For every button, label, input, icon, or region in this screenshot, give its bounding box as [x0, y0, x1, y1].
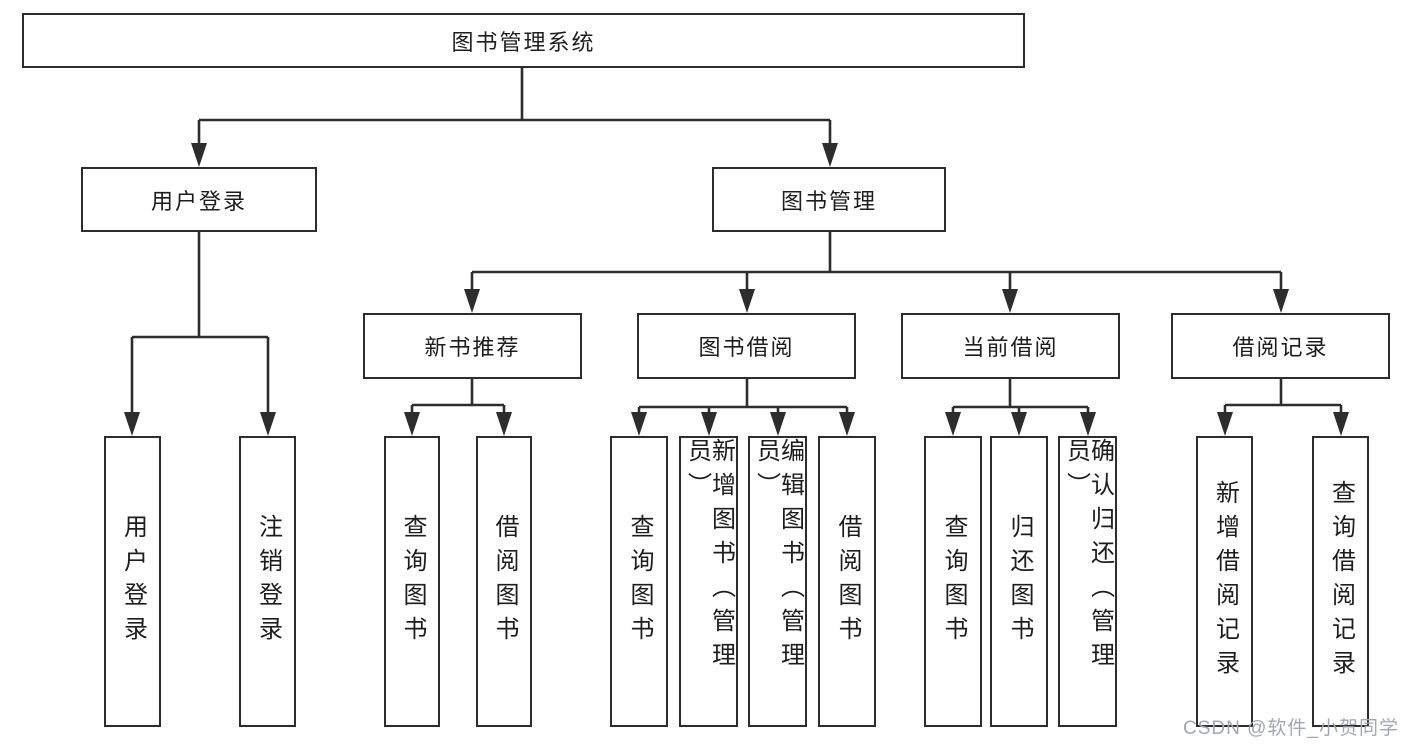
node-label: 确认归还（管理员） [1062, 438, 1114, 676]
leaf-add-books-admin: 新增图书（管理员） [679, 436, 738, 727]
node-label: 借阅记录 [1232, 335, 1329, 360]
node-label: 查询借阅记录 [1327, 479, 1355, 684]
node-user-login: 用户登录 [81, 167, 317, 232]
node-label: 用户登录 [119, 513, 147, 650]
node-book-borrowing: 图书借阅 [637, 313, 856, 379]
leaf-add-borrow-record: 新增借阅记录 [1196, 436, 1253, 727]
node-label: 图书管理系统 [451, 29, 596, 55]
leaf-edit-books-admin: 编辑图书（管理员） [748, 436, 807, 727]
node-label: 注销登录 [254, 513, 282, 650]
node-borrowing-records: 借阅记录 [1171, 313, 1390, 379]
node-label: 图书管理 [780, 188, 877, 214]
node-label: 借阅图书 [491, 513, 518, 650]
leaf-user-login: 用户登录 [104, 436, 161, 727]
node-label: 查询图书 [626, 513, 653, 650]
node-label: 新增借阅记录 [1211, 479, 1239, 684]
node-label: 新书推荐 [424, 335, 521, 360]
leaf-logout: 注销登录 [239, 436, 296, 727]
node-label: 图书借阅 [698, 335, 795, 360]
csdn-watermark: CSDN @软件_小贺同学 [1183, 718, 1399, 739]
node-new-book-recommendation: 新书推荐 [363, 313, 582, 379]
leaf-current-query-books: 查询图书 [924, 436, 982, 727]
leaf-confirm-return-admin: 确认归还（管理员） [1058, 436, 1117, 727]
leaf-query-borrow-record: 查询借阅记录 [1312, 436, 1369, 727]
node-label: 归还图书 [1006, 513, 1033, 650]
leaf-return-books: 归还图书 [990, 436, 1048, 727]
node-library-management-system: 图书管理系统 [22, 13, 1025, 68]
leaf-borrowing-query-books: 查询图书 [610, 436, 668, 727]
node-label: 查询图书 [399, 513, 426, 650]
node-label: 查询图书 [940, 513, 967, 650]
leaf-recommend-query-books: 查询图书 [384, 436, 440, 727]
leaf-recommend-borrow-books: 借阅图书 [476, 436, 532, 727]
leaf-borrowing-borrow-books: 借阅图书 [818, 436, 876, 727]
node-label: 用户登录 [150, 188, 247, 214]
node-book-management: 图书管理 [712, 167, 946, 232]
node-label: 编辑图书（管理员） [752, 438, 804, 676]
node-label: 当前借阅 [962, 335, 1059, 360]
node-label: 新增图书（管理员） [683, 438, 735, 676]
node-current-borrowing: 当前借阅 [901, 313, 1120, 379]
node-label: 借阅图书 [834, 513, 861, 650]
